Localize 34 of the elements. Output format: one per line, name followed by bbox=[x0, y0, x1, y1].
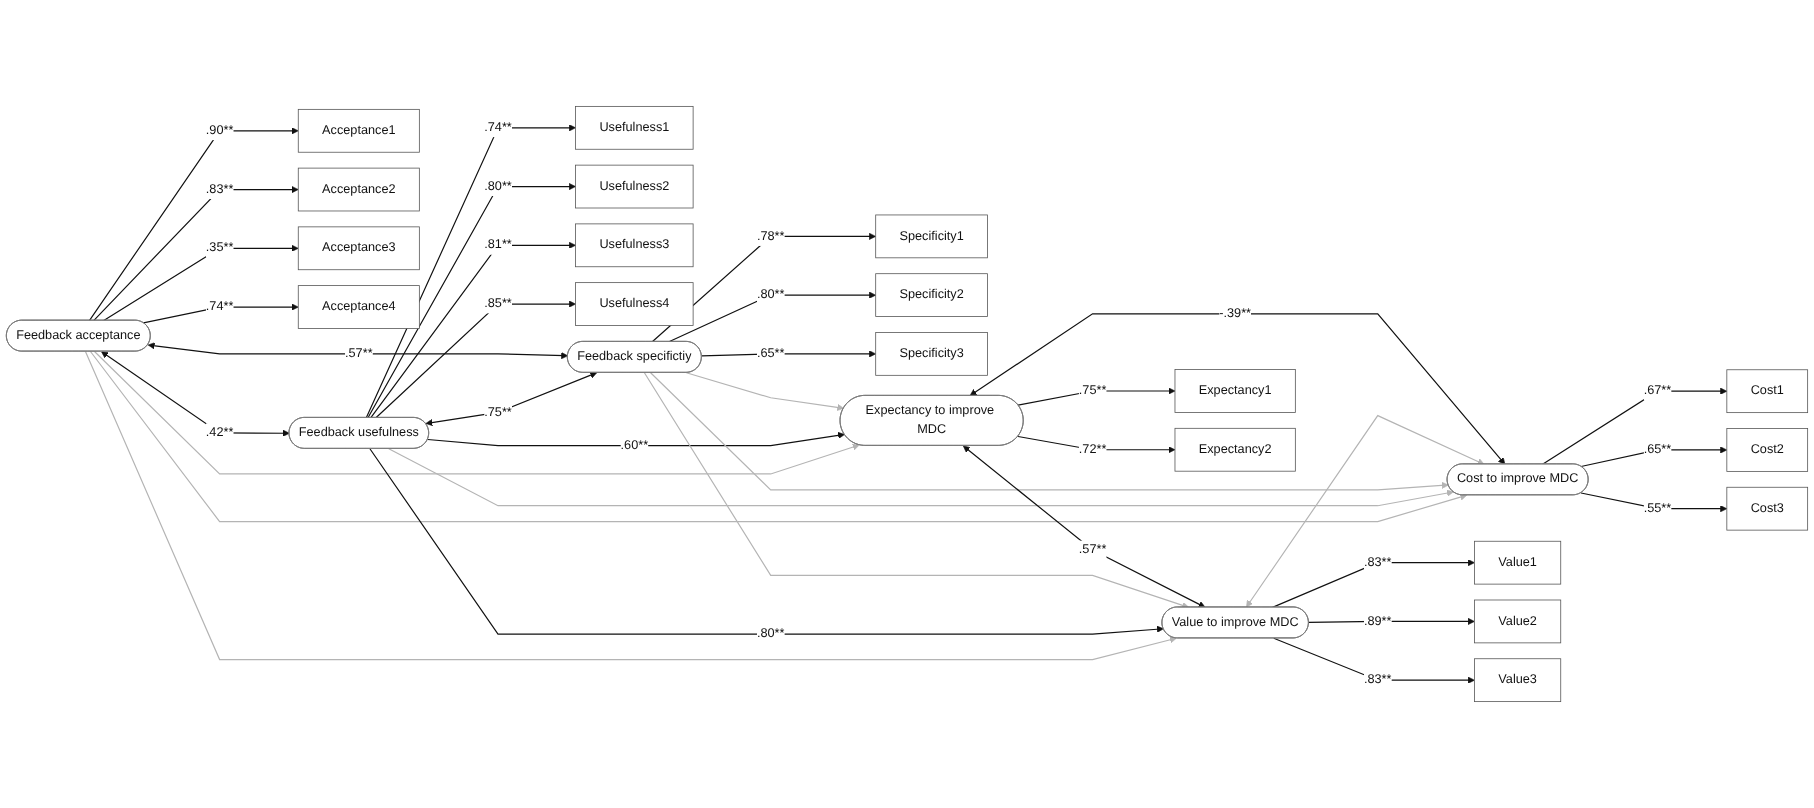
arrow bbox=[101, 351, 290, 437]
arrow bbox=[1308, 617, 1475, 625]
arrow bbox=[93, 350, 860, 475]
arrow bbox=[650, 372, 1449, 491]
arrow bbox=[427, 431, 845, 447]
arrow bbox=[142, 303, 299, 324]
arrow bbox=[84, 350, 1177, 661]
arrow bbox=[388, 448, 1454, 507]
arrow bbox=[1580, 492, 1728, 513]
arrow bbox=[88, 127, 299, 322]
arrow bbox=[369, 448, 1164, 635]
arrow bbox=[93, 186, 299, 322]
arrow bbox=[685, 372, 845, 411]
arrow bbox=[147, 342, 569, 360]
arrow bbox=[370, 241, 576, 419]
arrow bbox=[425, 371, 598, 426]
arrow bbox=[1017, 387, 1176, 406]
arrow bbox=[643, 372, 1189, 609]
arrow bbox=[1580, 446, 1728, 468]
arrow bbox=[103, 244, 299, 322]
arrow bbox=[1542, 387, 1728, 465]
arrow bbox=[365, 124, 576, 419]
arrow bbox=[367, 183, 576, 419]
arrow bbox=[375, 300, 576, 419]
arrow bbox=[651, 232, 876, 343]
arrow bbox=[1271, 559, 1475, 608]
arrow bbox=[701, 350, 876, 358]
arrow bbox=[1273, 637, 1475, 684]
arrow bbox=[963, 445, 1206, 608]
arrow bbox=[1246, 414, 1485, 608]
arrow bbox=[1017, 435, 1176, 454]
arrow bbox=[668, 291, 876, 343]
arrow bbox=[969, 313, 1506, 465]
arrow bbox=[89, 350, 1468, 523]
